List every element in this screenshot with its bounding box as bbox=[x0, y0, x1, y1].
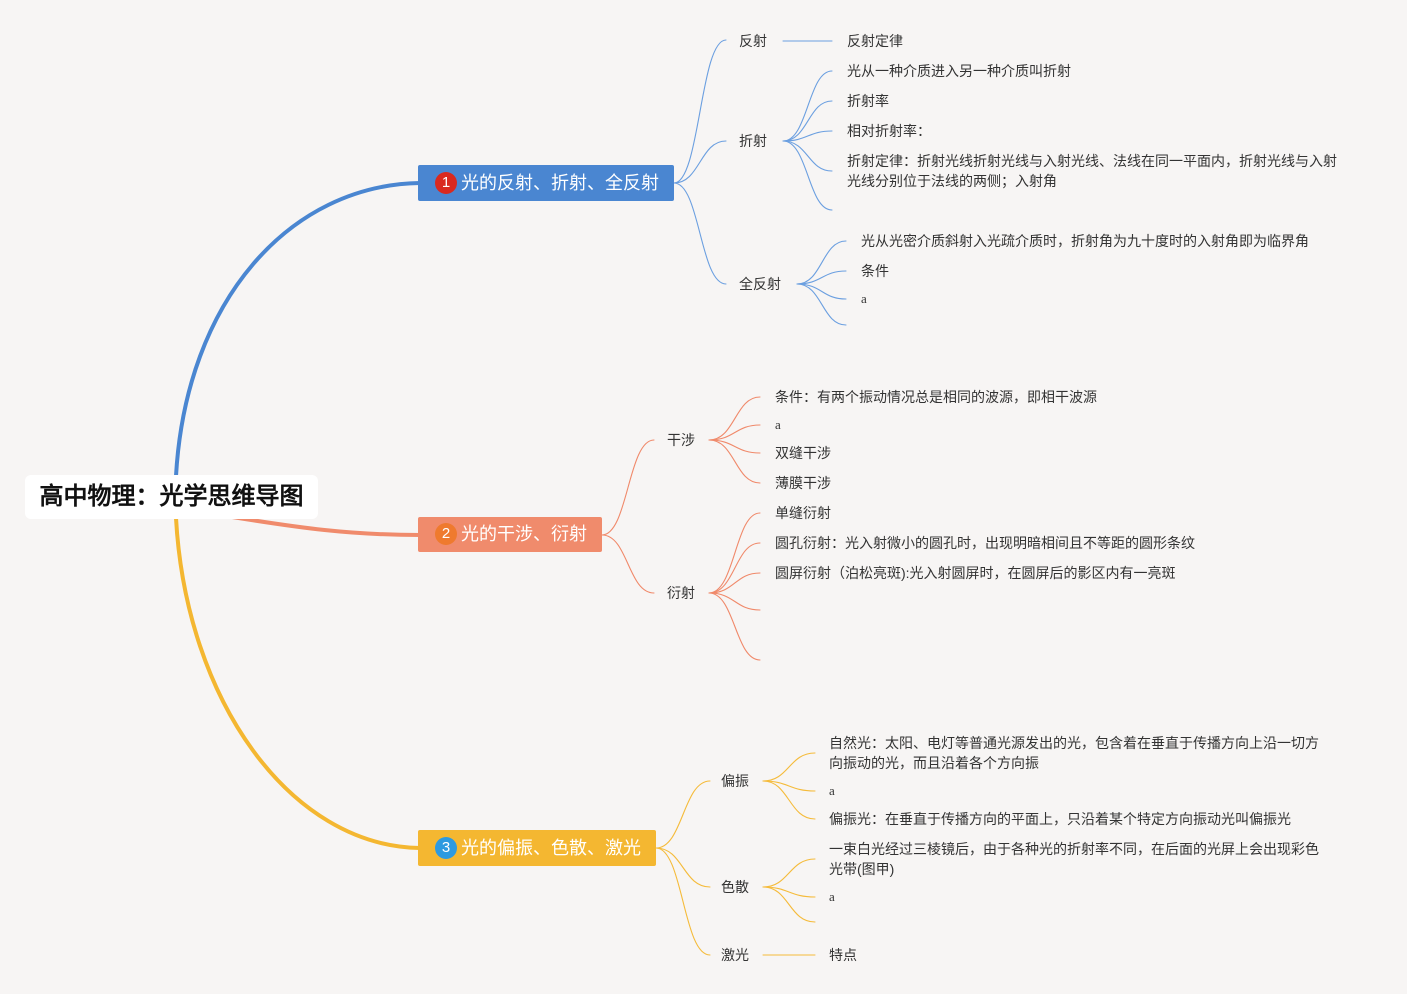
leaf-natural-light-line-2: 向振动的光，而且沿着各个方向振 bbox=[829, 755, 1039, 771]
connector-refraction-definition bbox=[782, 70, 833, 142]
topic-interference: 干涉 bbox=[667, 432, 695, 448]
leaf-total-reflection-a: a bbox=[861, 291, 867, 306]
leaf-relative-refractive-index: 相对折射率： bbox=[847, 123, 931, 139]
topic-dispersion: 色散 bbox=[721, 879, 749, 895]
leaf-refractive-index: 折射率 bbox=[847, 93, 889, 109]
leaf-interference-a: a bbox=[775, 417, 781, 432]
leaf-laser-features: 特点 bbox=[829, 947, 857, 963]
leaf-circular-hole: 圆孔衍射：光入射微小的圆孔时，出现明暗相间且不等距的圆形条纹 bbox=[775, 535, 1195, 551]
branch-3-label: 光的偏振、色散、激光 bbox=[461, 838, 641, 858]
leaf-double-slit: 双缝干涉 bbox=[775, 445, 831, 461]
connector-total-reflection-a bbox=[796, 283, 847, 300]
leaf-interference-condition: 条件：有两个振动情况总是相同的波源，即相干波源 bbox=[775, 389, 1097, 405]
connector-diffraction-empty-2 bbox=[708, 592, 761, 661]
branch-2-label: 光的干涉、衍射 bbox=[461, 524, 587, 544]
leaf-critical-angle: 光从光密介质斜射入光疏介质时，折射角为九十度时的入射角即为临界角 bbox=[861, 233, 1309, 249]
leaf-polarization-a: a bbox=[829, 783, 835, 798]
connector-thin-film bbox=[708, 439, 761, 484]
branch-2-number-badge: 2 bbox=[435, 523, 457, 545]
leaf-dispersion-a: a bbox=[829, 889, 835, 904]
root-title: 高中物理：光学思维导图 bbox=[39, 483, 304, 510]
branch-1-number-badge: 1 bbox=[435, 172, 457, 194]
connector-branch-2-diffraction bbox=[601, 534, 655, 594]
connector-interference-a bbox=[708, 424, 761, 441]
connector-branch-3-polarization bbox=[655, 780, 711, 849]
leaf-polarized-light: 偏振光：在垂直于传播方向的平面上，只沿着某个特定方向振动光叫偏振光 bbox=[829, 811, 1291, 827]
leaf-refraction-law-line-2: 光线分别位于法线的两侧；入射角 bbox=[847, 173, 1057, 189]
branch-1-box: 1 光的反射、折射、全反射 bbox=[418, 165, 674, 201]
topic-polarization: 偏振 bbox=[721, 773, 749, 789]
connector-total-reflection-condition bbox=[796, 270, 847, 285]
leaf-poisson-spot: 圆屏衍射（泊松亮斑):光入射圆屏时，在圆屏后的影区内有一亮斑 bbox=[775, 565, 1176, 581]
connector-interference-condition bbox=[708, 396, 761, 441]
branch-2-box: 2 光的干涉、衍射 bbox=[418, 517, 602, 552]
branch-3-number-badge: 3 bbox=[435, 837, 457, 859]
connector-diffraction-empty-1 bbox=[708, 592, 761, 611]
connector-circular-hole bbox=[708, 542, 761, 594]
topic-reflection: 反射 bbox=[739, 33, 767, 49]
connector-refraction-law bbox=[782, 140, 833, 172]
leaf-refraction-definition: 光从一种介质进入另一种介质叫折射 bbox=[847, 63, 1071, 79]
topic-laser: 激光 bbox=[721, 947, 749, 963]
leaf-refraction-law: 折射定律：折射光线折射光线与入射光线、法线在同一平面内，折射光线与入射 光线分别… bbox=[847, 151, 1337, 191]
connector-refractive-index bbox=[782, 100, 833, 142]
connector-root-branch-3 bbox=[174, 516, 422, 850]
connector-branch-3-dispersion bbox=[655, 847, 711, 888]
branch-3-box: 3 光的偏振、色散、激光 bbox=[418, 830, 656, 866]
connector-single-slit bbox=[708, 512, 761, 594]
connector-critical-angle bbox=[796, 240, 847, 285]
leaf-dispersion-description-line-2: 光带(图甲) bbox=[829, 861, 895, 877]
leaf-reflection-law: 反射定律 bbox=[847, 33, 903, 49]
connector-branch-1-total-reflection bbox=[673, 182, 727, 285]
root-topic: 高中物理：光学思维导图 bbox=[25, 475, 318, 519]
connector-poisson-spot bbox=[708, 572, 761, 594]
topic-total-reflection: 全反射 bbox=[739, 276, 781, 292]
leaf-total-reflection-condition: 条件 bbox=[861, 263, 889, 279]
connector-branch-2-interference bbox=[601, 439, 655, 536]
leaf-single-slit: 单缝衍射 bbox=[775, 505, 831, 521]
connector-dispersion-empty bbox=[762, 886, 816, 923]
connector-root-branch-2 bbox=[224, 514, 422, 537]
leaf-natural-light-line-1: 自然光：太阳、电灯等普通光源发出的光，包含着在垂直于传播方向上沿一切方 bbox=[829, 735, 1319, 751]
leaf-dispersion-description-line-1: 一束白光经过三棱镜后，由于各种光的折射率不同，在后面的光屏上会出现彩色 bbox=[829, 841, 1319, 857]
leaf-thin-film: 薄膜干涉 bbox=[775, 475, 831, 491]
topic-refraction: 折射 bbox=[739, 133, 767, 149]
topic-diffraction: 衍射 bbox=[667, 585, 695, 601]
leaf-refraction-law-line-1: 折射定律：折射光线折射光线与入射光线、法线在同一平面内，折射光线与入射 bbox=[847, 153, 1337, 169]
leaf-dispersion-description: 一束白光经过三棱镜后，由于各种光的折射率不同，在后面的光屏上会出现彩色 光带(图… bbox=[829, 839, 1319, 879]
connector-dispersion-description bbox=[762, 858, 816, 888]
connector-relative-refractive-index bbox=[782, 130, 833, 142]
branch-1-label: 光的反射、折射、全反射 bbox=[461, 173, 659, 193]
connector-branch-3-laser bbox=[655, 847, 711, 956]
connector-branch-1-refraction bbox=[673, 140, 727, 184]
connector-total-reflection-empty bbox=[796, 283, 847, 326]
leaf-natural-light: 自然光：太阳、电灯等普通光源发出的光，包含着在垂直于传播方向上沿一切方 向振动的… bbox=[829, 733, 1319, 773]
connector-branch-1-reflection bbox=[673, 39, 727, 184]
connector-root-branch-1 bbox=[174, 181, 422, 478]
connector-polarized-light bbox=[762, 780, 816, 820]
connector-natural-light bbox=[762, 752, 816, 782]
connector-refraction-empty bbox=[782, 140, 833, 211]
